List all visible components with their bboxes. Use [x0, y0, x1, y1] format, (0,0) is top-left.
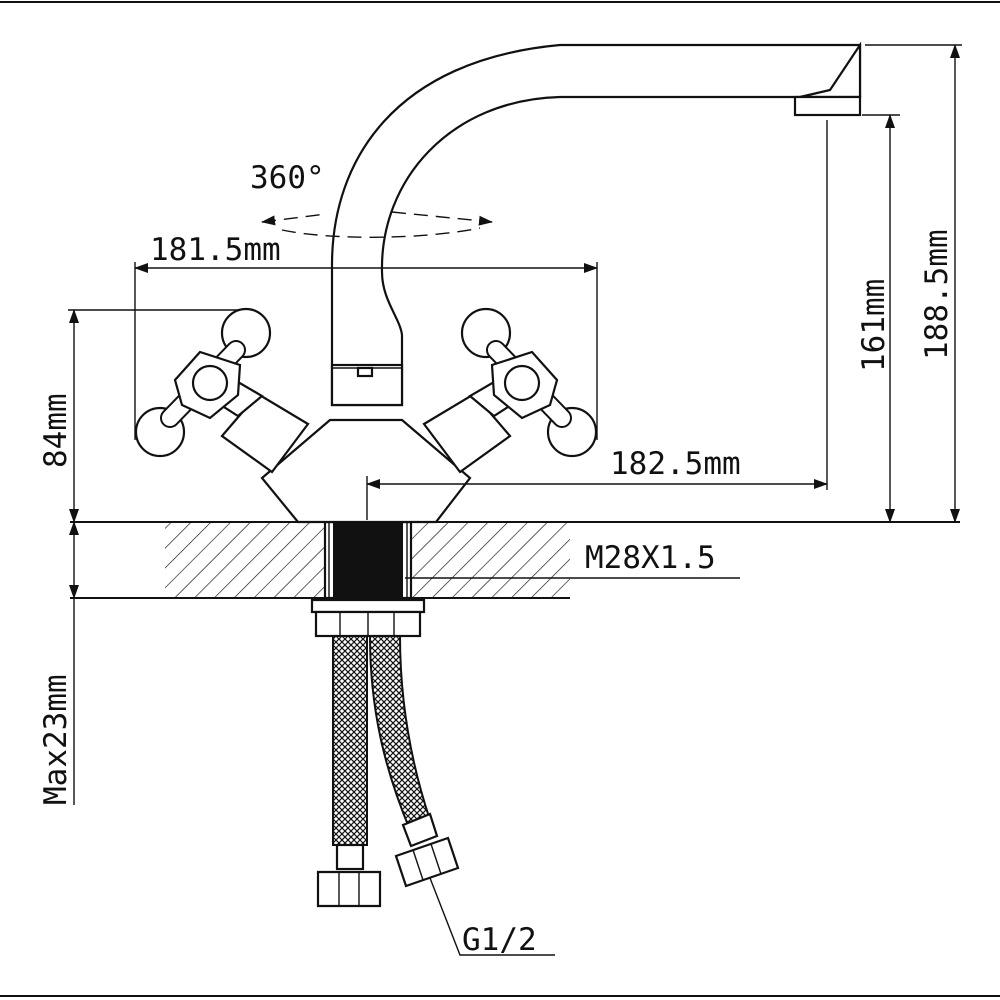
- right-cross-handle: [460, 307, 598, 458]
- thread-label: M28X1.5: [585, 540, 716, 576]
- spout-clearance-dimension: [862, 114, 900, 523]
- rotation-indicator: [261, 211, 493, 238]
- counter-thickness-label: Max23mm: [38, 674, 74, 805]
- handle-height-dimension: [68, 309, 240, 523]
- connector-label: G1/2: [462, 922, 537, 958]
- overall-height-label: 188.5mm: [919, 229, 955, 360]
- mounting-nut: [310, 598, 426, 638]
- handle-span-label: 181.5mm: [150, 232, 281, 268]
- connector-callout: [429, 877, 555, 956]
- spout-reach-dimension: [366, 120, 828, 520]
- hex-connectors: [316, 836, 460, 908]
- braided-hoses: [332, 635, 439, 871]
- handle-span-dimension: [134, 262, 598, 440]
- rotation-label: 360°: [250, 160, 325, 196]
- spout: [330, 41, 862, 407]
- spout-reach-label: 182.5mm: [610, 446, 741, 482]
- faucet-body: [260, 418, 472, 524]
- overall-height-dimension: [865, 44, 962, 523]
- left-cross-handle: [134, 307, 272, 458]
- spout-clearance-label: 161mm: [856, 279, 892, 372]
- countertop: [70, 521, 960, 599]
- threaded-stud: [323, 520, 413, 600]
- handle-height-label: 84mm: [38, 393, 74, 468]
